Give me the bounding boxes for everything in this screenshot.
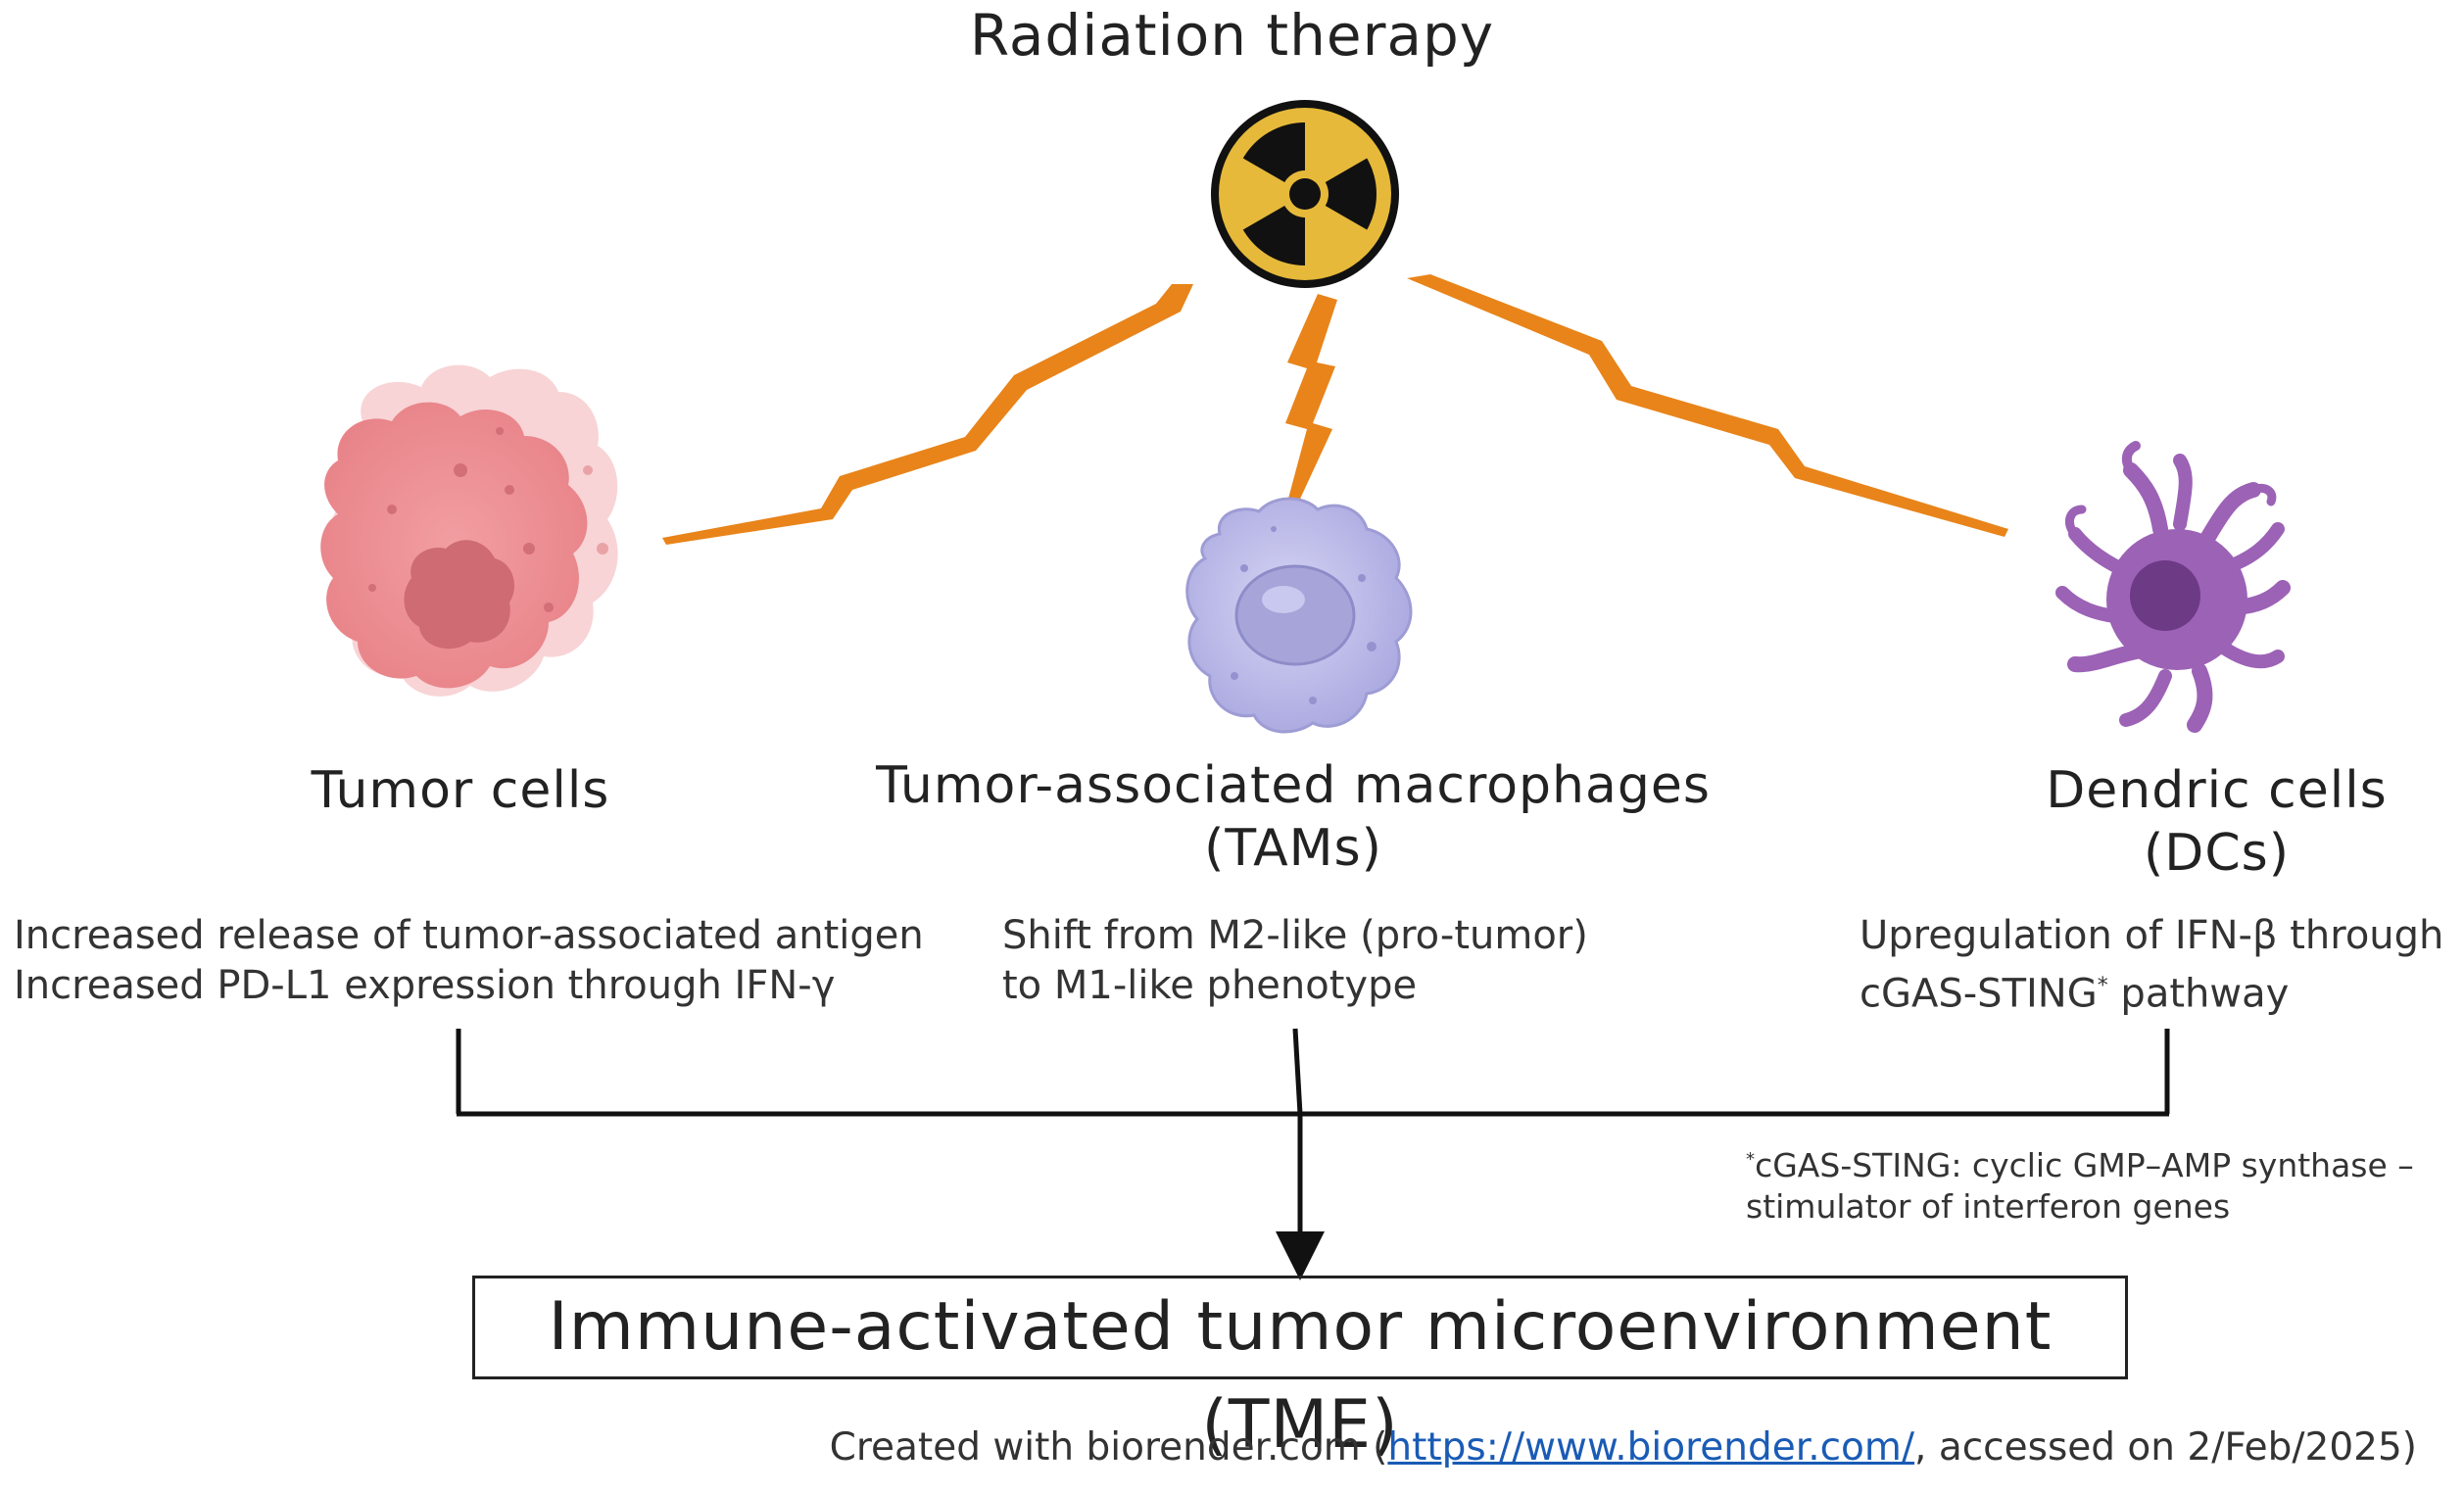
footnote-line1: *cGAS-STING: cyclic GMP–AMP synthase – — [1746, 1139, 2414, 1186]
dc-effects: Upregulation of IFN-β through cGAS-STING… — [1860, 911, 2443, 1019]
tam-effect-2: to M1-like phenotype — [1002, 963, 1418, 1008]
dc-effect-2: cGAS-STING* pathway — [1860, 961, 2443, 1019]
macrophage-icon — [1185, 497, 1413, 734]
connector-lines — [456, 1028, 2170, 1117]
result-box: Immune-activated tumor microenvironment … — [472, 1276, 2128, 1464]
tumor-effect-1: Increased release of tumor-associated an… — [14, 913, 924, 958]
tam-effect-1: Shift from M2-like (pro-tumor) — [1002, 913, 1588, 958]
dc-effect-2-suffix: pathway — [2107, 971, 2290, 1017]
tams-label-line1: Tumor-associated macrophages — [876, 756, 1711, 815]
radiation-hazard-icon — [1211, 100, 1399, 288]
tumor-effect-2: Increased PD-L1 expression through IFN-γ — [14, 963, 836, 1008]
footnote-marker: * — [2097, 974, 2108, 998]
tams-label-line2: (TAMs) — [1204, 819, 1382, 878]
dendritic-cell-body — [2106, 529, 2247, 670]
biorender-link[interactable]: https://www.biorender.com/ — [1387, 1425, 1915, 1470]
credit-prefix: Created with biorender.com ( — [829, 1425, 1388, 1470]
diagram-title: Radiation therapy — [969, 2, 1495, 69]
dc-effect-1: Upregulation of IFN-β through — [1860, 913, 2444, 958]
dcs-label: Dendric cells (DCs) — [2046, 761, 2388, 883]
footnote-mark: * — [1746, 1149, 1756, 1170]
lightning-bolt-icon-center — [1285, 294, 1337, 509]
tumor-cells-label: Tumor cells — [311, 761, 610, 820]
credit-suffix: , accessed on 2/Feb/2025) — [1914, 1425, 2417, 1470]
tams-label: Tumor-associated macrophages (TAMs) — [843, 754, 1744, 880]
tumor-cell-icon — [320, 364, 618, 697]
credit-line: Created with biorender.com (https://www.… — [830, 1425, 2417, 1470]
lightning-bolt-icon-right — [1407, 274, 2008, 537]
footnote-line1-text: cGAS-STING: cyclic GMP–AMP synthase – — [1755, 1146, 2414, 1184]
footnote: *cGAS-STING: cyclic GMP–AMP synthase – s… — [1746, 1139, 2414, 1228]
tam-effects: Shift from M2-like (pro-tumor) to M1-lik… — [1002, 911, 1588, 1011]
tumor-effects: Increased release of tumor-associated an… — [14, 911, 924, 1011]
footnote-line2: stimulator of interferon genes — [1746, 1187, 2231, 1226]
dc-effect-2-prefix: cGAS-STING — [1860, 971, 2098, 1017]
lightning-bolt-icon-left — [662, 284, 1193, 545]
